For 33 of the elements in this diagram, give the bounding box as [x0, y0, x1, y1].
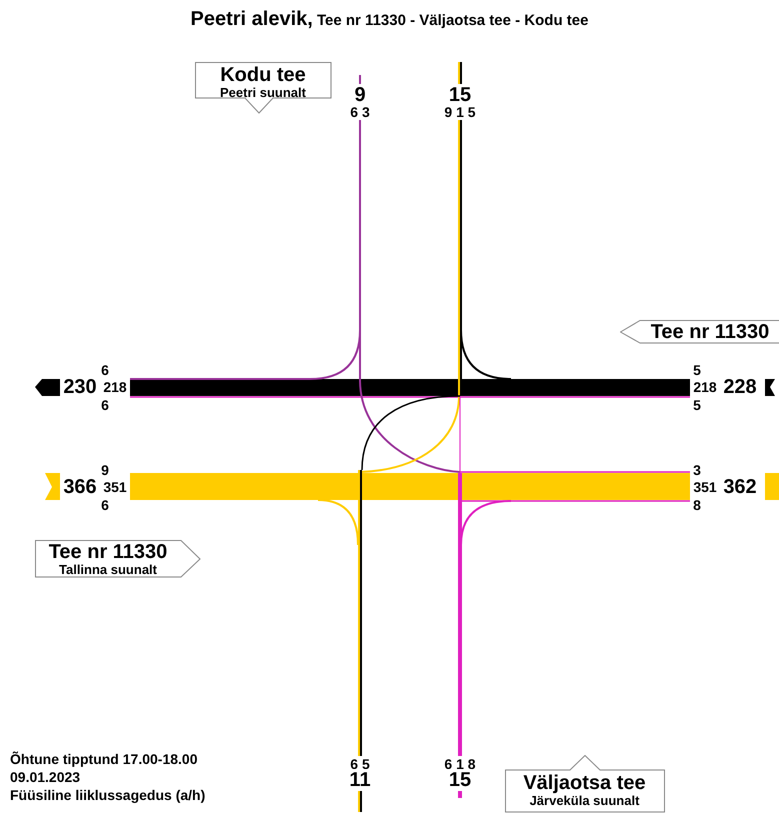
- lane-count: 5: [692, 362, 702, 378]
- direction-text: Tallinna suunalt: [58, 563, 158, 576]
- lane-count: 9 1 5: [443, 104, 477, 120]
- direction-text: Järveküla suunalt: [530, 794, 640, 807]
- lane-count: 351: [102, 479, 128, 495]
- note-text: Füüsiline liiklussagedus (a/h): [10, 788, 206, 802]
- road-name: Väljaotsa tee: [522, 773, 647, 793]
- lane-count: 3: [692, 462, 702, 478]
- lane-count: 9: [100, 462, 110, 478]
- lane-count: 6: [100, 397, 110, 413]
- diagram-title: Peetri alevik, Tee nr 11330 - Väljaotsa tee - Kodu tee: [190, 8, 590, 31]
- lane-count: 5: [692, 397, 702, 413]
- lane-count: 218: [692, 379, 718, 395]
- direction-sign: [505, 755, 665, 813]
- flow-total: 15: [448, 84, 472, 106]
- flow-total: 11: [348, 769, 372, 791]
- note-text: 09.01.2023: [10, 770, 80, 784]
- direction-sign: [195, 62, 332, 114]
- direction-sign: [620, 320, 779, 344]
- road-name: Kodu tee: [219, 65, 307, 85]
- direction-text: Peetri suunalt: [219, 86, 307, 99]
- road-name: Tee nr 11330: [48, 542, 168, 562]
- flow-total: 15: [448, 769, 472, 791]
- lane-count: 6 3: [349, 104, 371, 120]
- lane-count: 6: [100, 497, 110, 513]
- lane-count: 8: [692, 497, 702, 513]
- note-text: Õhtune tipptund 17.00-18.00: [10, 752, 198, 766]
- road-name: Tee nr 11330: [650, 322, 770, 342]
- lane-count: 351: [692, 479, 718, 495]
- lane-count: 218: [102, 379, 128, 395]
- lane-count: 6: [100, 362, 110, 378]
- direction-sign: [35, 540, 201, 578]
- flow-total: 9: [353, 84, 367, 106]
